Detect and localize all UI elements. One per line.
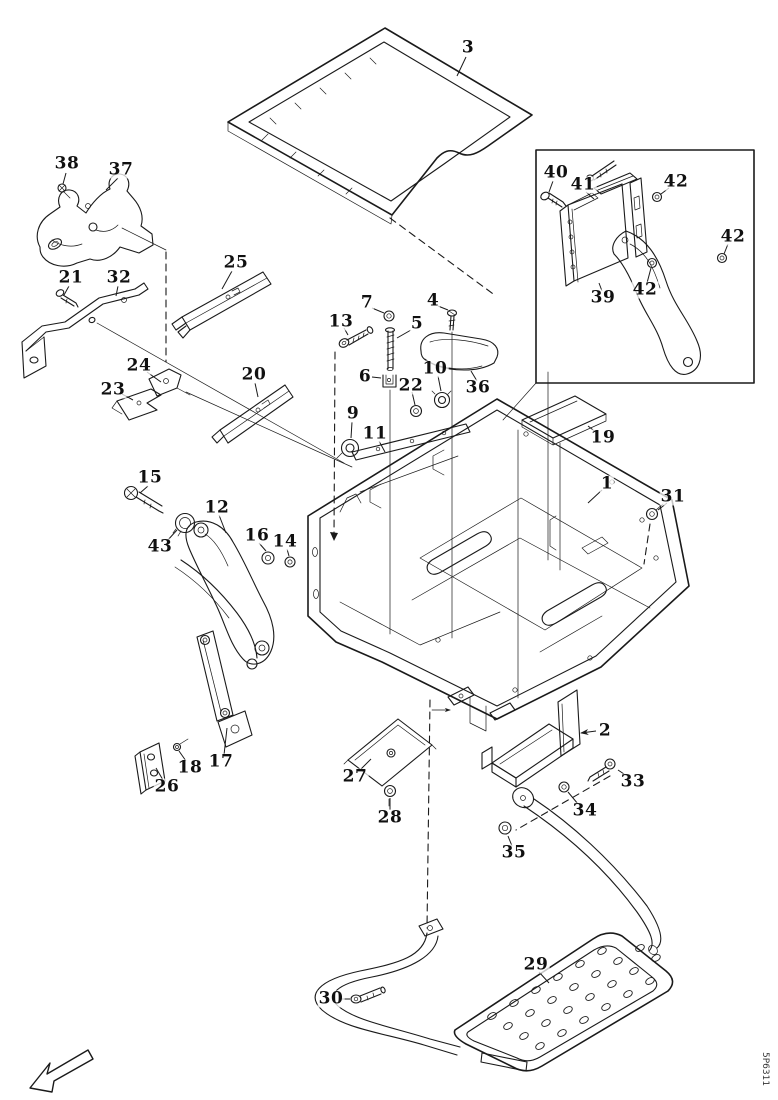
bolt-30 <box>350 986 386 1004</box>
step-tube-right <box>512 787 662 955</box>
nut-16 <box>261 551 275 565</box>
part-label-19: 19 <box>589 427 617 448</box>
washer-14 <box>284 556 296 568</box>
nut-34 <box>558 781 570 793</box>
part-label-33: 33 <box>619 771 647 792</box>
part-label-24: 24 <box>125 355 153 376</box>
part-label-41: 41 <box>569 174 597 195</box>
part-label-17: 17 <box>207 751 235 772</box>
part-label-22: 22 <box>397 375 425 396</box>
part-label-23: 23 <box>99 379 127 400</box>
part-label-27: 27 <box>341 766 369 787</box>
part-label-11: 11 <box>361 423 389 444</box>
assembly-axis-step <box>426 699 431 929</box>
part-label-36: 36 <box>464 377 492 398</box>
nut-35 <box>498 821 512 835</box>
screw-4 <box>446 309 458 331</box>
step-tube-left <box>314 918 461 1056</box>
assembly-axis-33-35 <box>515 775 611 831</box>
nut-28 <box>383 784 397 807</box>
part-label-6: 6 <box>357 366 373 387</box>
clip-6 <box>382 374 397 388</box>
bolt-15 <box>123 485 164 514</box>
bracket-24 <box>148 368 191 397</box>
inset-detail-box <box>502 149 755 421</box>
bracket-23 <box>111 388 162 421</box>
part-label-43: 43 <box>146 536 174 557</box>
part-label-1: 1 <box>599 473 615 494</box>
nut-7 <box>383 310 395 322</box>
main-frame-part1 <box>307 331 690 732</box>
bolt-33 <box>587 758 616 782</box>
part-label-30: 30 <box>317 988 345 1009</box>
part-label-35: 35 <box>500 842 528 863</box>
part-label-42b: 42 <box>719 226 747 247</box>
floor-panel-part3 <box>227 27 533 297</box>
leader-line-24-frame <box>185 391 353 468</box>
part-label-4: 4 <box>425 290 441 311</box>
part-label-42a: 42 <box>662 171 690 192</box>
part-label-39: 39 <box>589 287 617 308</box>
step-tread-dimples <box>487 944 661 1050</box>
stud-5 <box>384 327 396 371</box>
part-label-14: 14 <box>271 531 299 552</box>
part-label-20: 20 <box>240 364 268 385</box>
drawing-code: 5P6311 <box>760 1052 770 1087</box>
bushing-43 <box>172 512 196 537</box>
part-label-15: 15 <box>136 467 164 488</box>
part-label-10: 10 <box>421 358 449 379</box>
part-label-2: 2 <box>597 720 613 741</box>
part-label-31: 31 <box>659 486 687 507</box>
part-label-29: 29 <box>522 954 550 975</box>
step-plate-29 <box>453 932 674 1072</box>
nuts-42 <box>646 191 728 269</box>
part-label-13: 13 <box>327 311 355 332</box>
strip-25 <box>171 271 272 339</box>
part-label-32: 32 <box>105 267 133 288</box>
strip-20 <box>211 384 294 444</box>
part-label-9: 9 <box>345 403 361 424</box>
part-label-16: 16 <box>243 525 271 546</box>
part-label-37: 37 <box>107 159 135 180</box>
grommet-9 <box>336 438 360 459</box>
bracket-37 <box>36 173 167 363</box>
part-label-28: 28 <box>376 807 404 828</box>
part-label-40: 40 <box>542 162 570 183</box>
part-label-34: 34 <box>571 800 599 821</box>
washer-22 <box>409 404 423 418</box>
pin-18 <box>172 738 189 752</box>
leader-line-32-frame <box>96 322 345 464</box>
part-label-21: 21 <box>57 267 85 288</box>
part-label-26: 26 <box>153 776 181 797</box>
pin-21 <box>55 289 79 308</box>
bracket-2 <box>481 689 581 788</box>
part-label-18: 18 <box>176 757 204 778</box>
plate-27 <box>343 718 437 787</box>
grommet-10 <box>431 390 452 409</box>
bolt-40 <box>540 191 567 208</box>
part-label-42c: 42 <box>631 279 659 300</box>
part-label-12: 12 <box>203 497 231 518</box>
bolt-31 <box>643 503 664 565</box>
part-label-7: 7 <box>359 292 375 313</box>
part-label-25: 25 <box>222 252 250 273</box>
part-label-38: 38 <box>53 153 81 174</box>
bolt-13 <box>330 326 374 541</box>
plate-19 <box>521 395 607 446</box>
linkage-12 <box>174 520 275 748</box>
suspension-arm <box>612 230 701 375</box>
part-label-5: 5 <box>409 313 425 334</box>
part-label-3: 3 <box>460 37 476 58</box>
bolt-38 <box>57 183 71 199</box>
orientation-arrow-icon <box>29 1049 94 1093</box>
bracket-32 <box>21 282 149 379</box>
